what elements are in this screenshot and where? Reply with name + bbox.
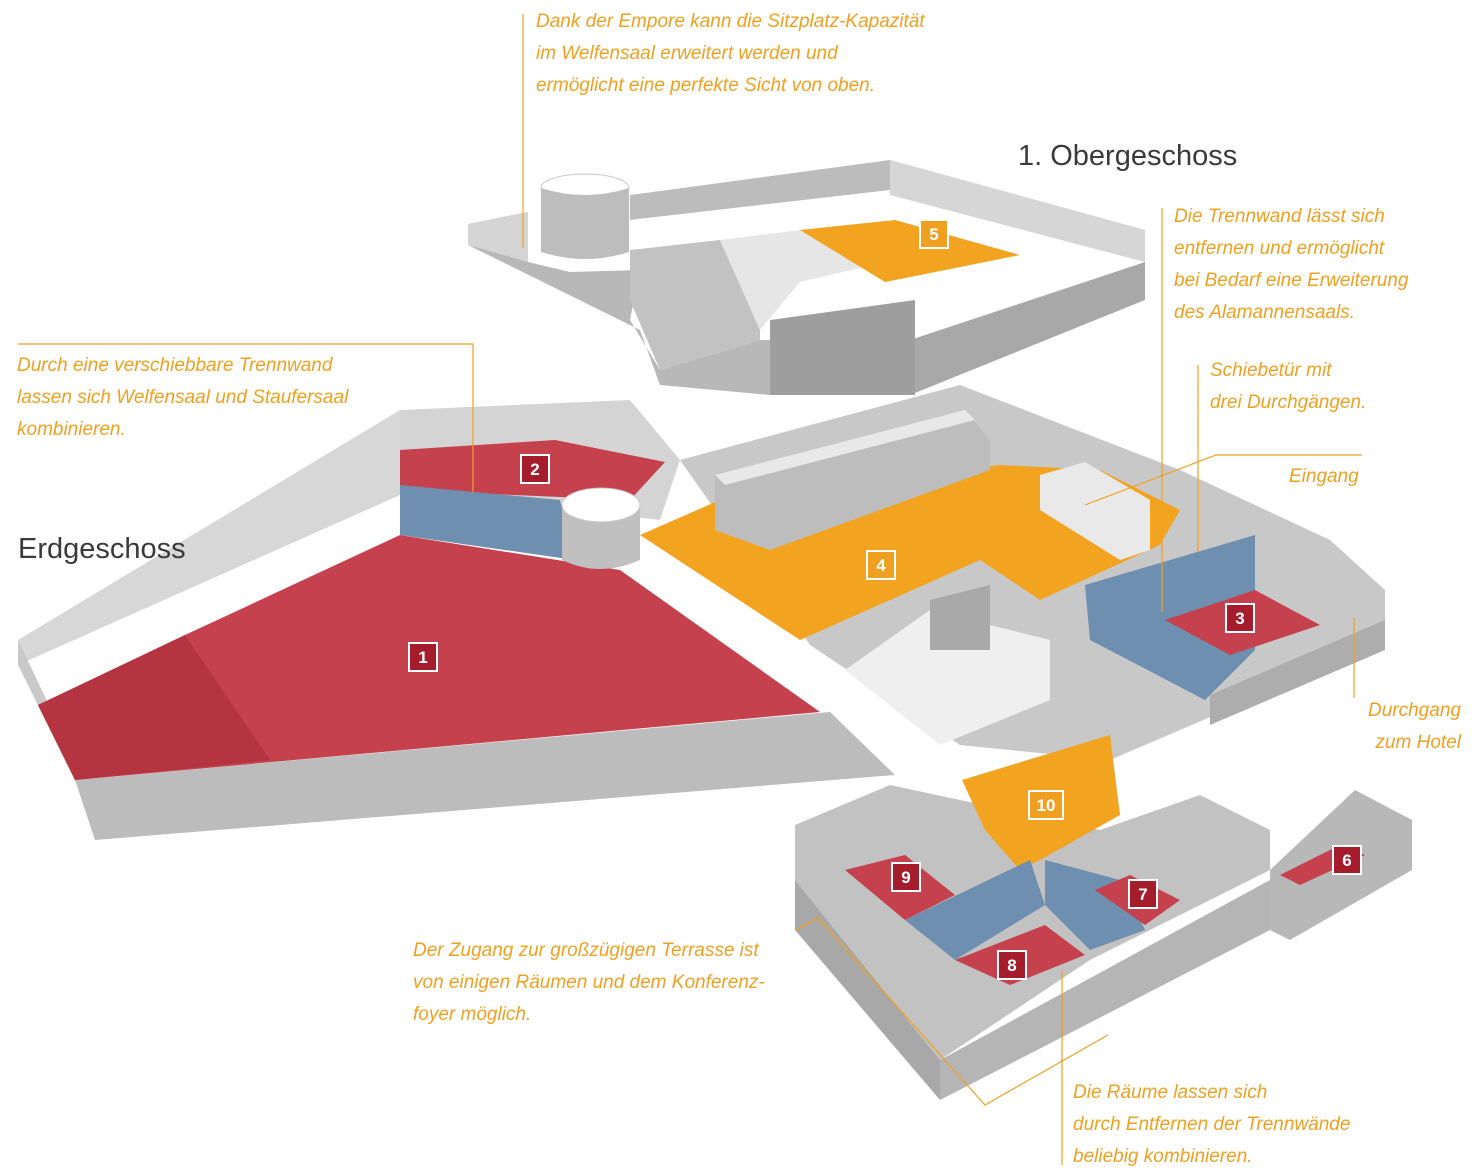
partition-welfen-stauffer: [400, 485, 575, 560]
note-line: zum Hotel: [1375, 732, 1461, 753]
note-durchgang: Durchgang zum Hotel: [1368, 695, 1461, 759]
upper-floor-wall: [468, 212, 528, 262]
upper-floor-wall: [770, 300, 915, 395]
upper-floor-wall: [630, 160, 1145, 262]
note-line: beliebig kombinieren.: [1073, 1146, 1253, 1167]
note-eingang: Eingang: [1289, 461, 1359, 493]
note-line: durch Entfernen der Trennwände: [1073, 1114, 1351, 1135]
svg-text:5: 5: [929, 225, 938, 244]
leader-line-eingang: [1084, 454, 1362, 506]
room-badges: 1 2 3 4 5 6 7 8 9 10: [408, 219, 1362, 980]
svg-text:7: 7: [1138, 885, 1147, 904]
svg-text:9: 9: [901, 868, 910, 887]
note-line: Die Räume lassen sich: [1073, 1082, 1268, 1103]
room-badge-6: 6: [1332, 845, 1362, 875]
upper-floor-title: 1. Obergeschoss: [1018, 140, 1238, 172]
upper-floor-cylinder: [541, 188, 629, 259]
note-line: von einigen Räumen und dem Konferenz-: [413, 972, 765, 993]
ground-floor-wall: [940, 880, 1270, 1100]
note-schiebetuer: Schiebetür mit drei Durchgängen.: [1210, 355, 1366, 419]
room-badge-7: 7: [1128, 879, 1158, 909]
ground-floor-wall: [930, 585, 990, 650]
svg-text:10: 10: [1037, 796, 1056, 815]
room-badge-1: 1: [408, 642, 438, 672]
room-badge-5: 5: [919, 219, 949, 249]
upper-floor-wall: [800, 220, 1020, 282]
svg-text:6: 6: [1342, 851, 1351, 870]
ground-floor-cylinder-top: [561, 487, 641, 523]
note-line: ermöglicht eine perfekte Sicht von oben.: [536, 75, 876, 96]
ground-floor-title: Erdgeschoss: [18, 533, 186, 565]
note-line: drei Durchgängen.: [1210, 392, 1367, 413]
ground-floor-wall: [18, 410, 400, 665]
upper-floor-wall: [890, 160, 1145, 262]
leader-line-trennwand-welfen: [18, 343, 474, 492]
ground-floor-wall: [795, 880, 940, 1100]
foyer-block: [715, 410, 990, 550]
svg-text:8: 8: [1007, 956, 1016, 975]
note-line: kombinieren.: [17, 419, 126, 440]
upper-floor-wall: [630, 240, 760, 370]
note-trennwand-alamannen: Die Trennwand lässt sich entfernen und e…: [1174, 201, 1408, 329]
note-line: Durchgang: [1368, 700, 1461, 721]
note-terrasse: Der Zugang zur großzügigen Terrasse ist …: [413, 935, 765, 1031]
note-line: lassen sich Welfensaal und Staufersaal: [17, 387, 349, 408]
room-1-floor-shade: [38, 635, 270, 780]
room-badge-9: 9: [891, 862, 921, 892]
partition-rooms-9-8: [905, 860, 1045, 960]
svg-text:1: 1: [418, 648, 427, 667]
note-line: des Alamannensaals.: [1174, 302, 1355, 323]
ground-floor-wall: [75, 712, 895, 840]
note-raeume: Die Räume lassen sich durch Entfernen de…: [1073, 1077, 1350, 1173]
entrance-block: [1040, 462, 1150, 560]
room-badge-8: 8: [997, 950, 1027, 980]
note-line: Der Zugang zur großzügigen Terrasse ist: [413, 940, 759, 961]
leader-lines: [18, 14, 1362, 1165]
foyer-block-top: [715, 410, 975, 485]
partition-alamannen: [1085, 535, 1255, 700]
svg-text:4: 4: [876, 556, 886, 575]
note-line: Durch eine verschiebbare Trennwand: [17, 355, 333, 376]
note-line: bei Bedarf eine Erweiterung: [1174, 270, 1409, 291]
room-badge-3: 3: [1225, 603, 1255, 633]
ground-floor-wall: [1210, 620, 1385, 725]
note-line: entfernen und ermöglicht: [1174, 238, 1385, 259]
note-line: im Welfensaal erweitert werden und: [536, 43, 838, 64]
leader-line-terrasse: [795, 917, 1109, 1106]
note-line: Die Trennwand lässt sich: [1174, 206, 1385, 227]
ground-floor-model: [18, 385, 1412, 1100]
room-badge-4: 4: [866, 550, 896, 580]
note-trennwand-welfen: Durch eine verschiebbare Trennwand lasse…: [17, 350, 348, 446]
ground-floor-wall: [795, 785, 1270, 1060]
note-line: foyer möglich.: [413, 1004, 532, 1025]
svg-text:2: 2: [530, 460, 539, 479]
upper-floor-wall: [910, 262, 1145, 395]
svg-text:3: 3: [1235, 609, 1244, 628]
note-line: Eingang: [1289, 466, 1359, 487]
ground-floor-cylinder: [562, 505, 640, 569]
courtyard-void: [845, 610, 1050, 745]
room-badge-2: 2: [520, 454, 550, 484]
upper-floor-model: [468, 160, 1145, 395]
note-empore: Dank der Empore kann die Sitzplatz-Kapaz…: [536, 6, 925, 102]
room-badge-10: 10: [1028, 790, 1064, 820]
note-line: Schiebetür mit: [1210, 360, 1332, 381]
note-line: Dank der Empore kann die Sitzplatz-Kapaz…: [536, 11, 925, 32]
